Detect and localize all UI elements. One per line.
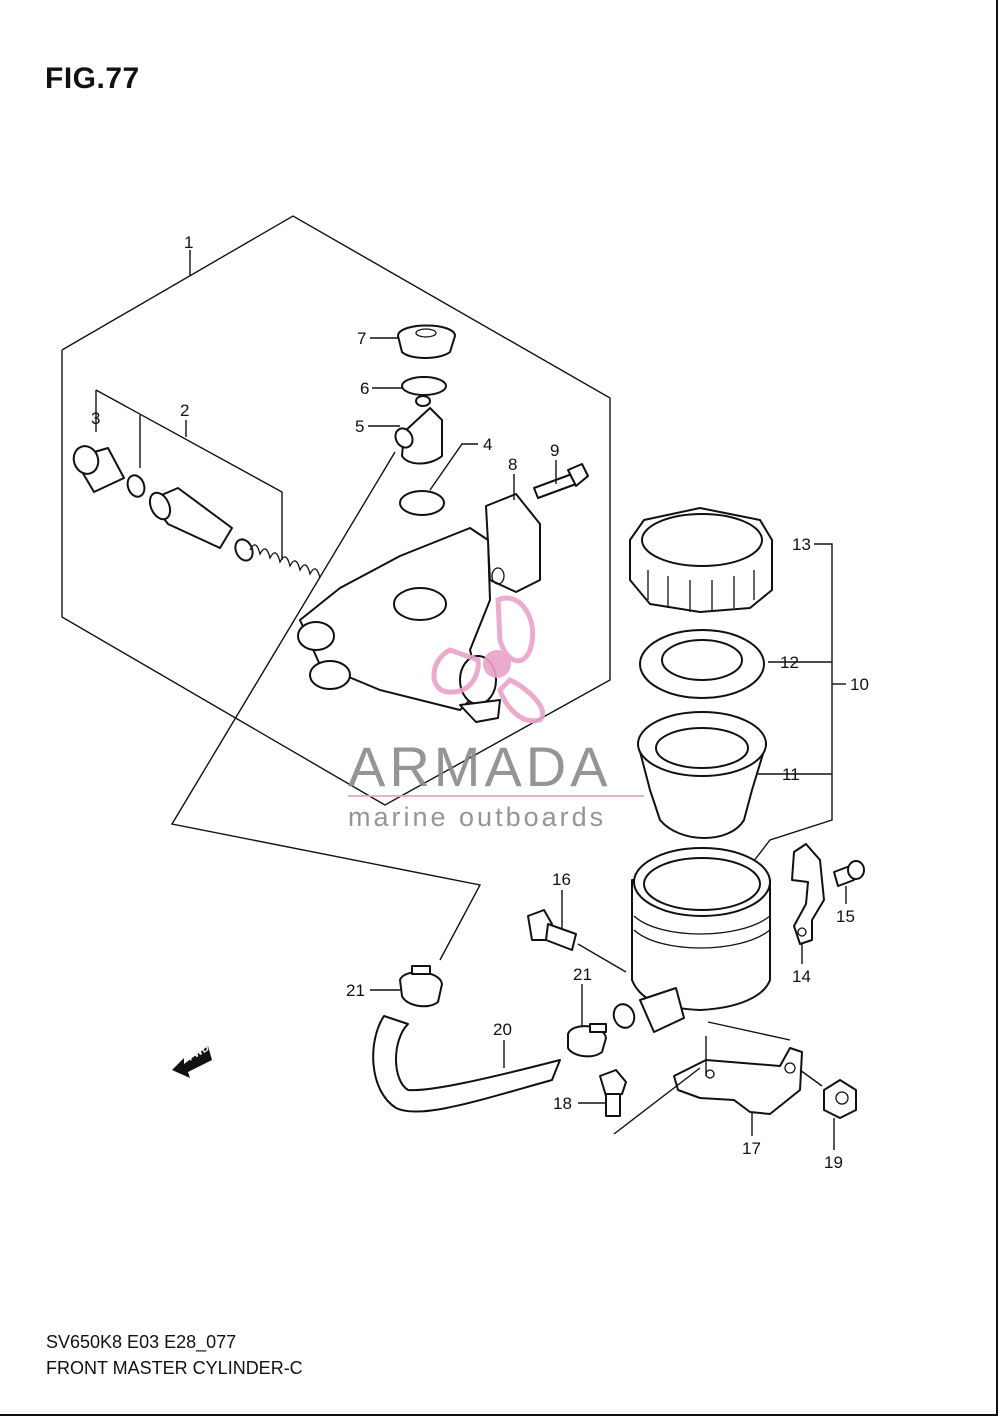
callout-17: 17 [742, 1139, 761, 1158]
part-6-circlip [401, 376, 447, 396]
fwd-arrow-icon: FWD [172, 1043, 212, 1078]
callout-9: 9 [550, 441, 559, 460]
armada-watermark: ARMADA marine outboards [348, 595, 644, 832]
callout-1: 1 [184, 233, 193, 252]
part-14-stay [791, 843, 825, 945]
part-17-bracket [673, 1047, 803, 1115]
callout-18: 18 [553, 1094, 572, 1113]
callout-2: 2 [180, 401, 189, 420]
part-11-diaphragm [637, 711, 767, 839]
watermark-tagline: marine outboards [348, 802, 606, 832]
part-18-bolt [599, 1069, 627, 1117]
callout-20: 20 [493, 1020, 512, 1039]
diagram-caption: FRONT MASTER CYLINDER-C [46, 1358, 303, 1378]
callout-21-left: 21 [346, 981, 365, 1000]
part-12-plate [639, 629, 765, 699]
callout-15: 15 [836, 907, 855, 926]
part-15-screw [833, 860, 865, 887]
part-9-bolt [533, 463, 589, 499]
callout-16: 16 [552, 870, 571, 889]
reservoir-body [612, 847, 771, 1033]
callout-21-right: 21 [573, 965, 592, 984]
part-19-nut [823, 1079, 857, 1119]
part-4-o-ring [399, 490, 445, 516]
callout-12: 12 [780, 653, 799, 672]
callout-14: 14 [792, 967, 811, 986]
part-8-clamp-holder [485, 493, 541, 593]
callout-10: 10 [850, 675, 869, 694]
part-2-piston-spring [148, 487, 321, 579]
part-21-hose-clamp-2 [567, 1023, 607, 1058]
assembly-box-outline [61, 215, 611, 806]
part-7-boot [397, 324, 456, 359]
callout-4: 4 [483, 435, 492, 454]
callout-7: 7 [357, 329, 366, 348]
callout-19: 19 [824, 1153, 843, 1172]
part-13-reservoir-cap [629, 507, 773, 613]
part-snap-ring [126, 474, 146, 498]
part-3-piston-cup [72, 445, 125, 493]
figure-title: FIG.77 [45, 62, 140, 95]
part-21-hose-clamp [399, 965, 443, 1008]
callout-13: 13 [792, 535, 811, 554]
master-cylinder-body [297, 527, 501, 723]
callout-11: 11 [782, 765, 800, 784]
callout-3: 3 [91, 409, 100, 428]
part-16-bolt [527, 909, 577, 951]
watermark-brand: ARMADA [348, 735, 612, 798]
propeller-logo [431, 595, 546, 724]
part-20-hose [372, 1015, 561, 1113]
diagram-code: SV650K8 E03 E28_077 [46, 1332, 237, 1352]
part-5-hose-connector [394, 395, 443, 465]
callout-8: 8 [508, 455, 517, 474]
callout-5: 5 [355, 417, 364, 436]
callout-6: 6 [360, 379, 369, 398]
